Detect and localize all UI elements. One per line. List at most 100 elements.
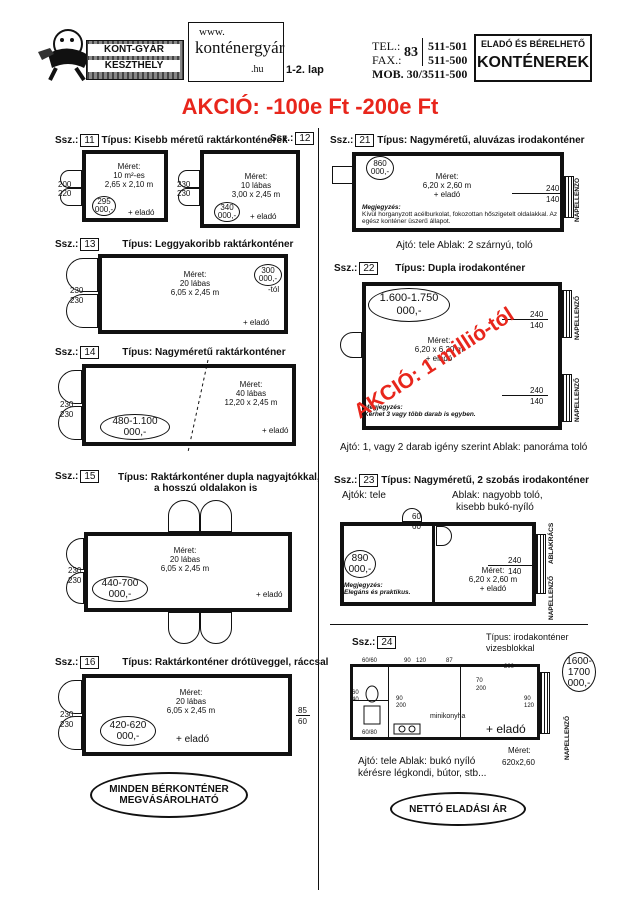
dim-label: 230 [70, 296, 84, 305]
ssz-label: Ssz.: [334, 475, 358, 486]
dim-label: 60 [412, 522, 421, 531]
dim-label: 90 [524, 696, 531, 702]
size-label: Méret: [481, 566, 505, 575]
price-suffix: 000,- [108, 589, 132, 600]
item-number: 16 [80, 656, 100, 669]
item-type: Típus: Raktárkonténer dupla nagyajtókkal… [118, 472, 320, 483]
website-prefix: www. [199, 26, 225, 38]
price-value: 1600- [566, 655, 592, 667]
dim-label: 220 [58, 189, 72, 198]
dim-label: 230 [60, 720, 74, 729]
dim-label: 60 [298, 717, 307, 726]
dim-label: 120 [524, 703, 535, 709]
size-value: 6,20 x 2,60 m [468, 575, 518, 584]
kitchen-label: minikonyha [430, 713, 466, 720]
item-12-header: Ssz.:12 [270, 132, 315, 145]
website-box: www. konténergyár .hu [188, 22, 284, 82]
price-suffix: 000,- [348, 564, 372, 575]
area-code: 83 [404, 45, 418, 60]
price-value: 295 [97, 197, 111, 206]
size-label: Méret: [508, 746, 531, 755]
fax-label: FAX.: [372, 53, 402, 67]
price-value: 480-1.100 [112, 416, 158, 427]
dim-label: 200 [476, 686, 487, 692]
ssz-label: Ssz.: [352, 637, 376, 648]
size-block: Méret: 20 lábas 6,05 x 2,45 m [150, 546, 220, 573]
size-label: Méret: [179, 688, 203, 697]
ssz-label: Ssz.: [55, 239, 79, 250]
door [58, 716, 82, 750]
dim-label: 140 [546, 195, 560, 204]
price-suffix: 000,- [567, 677, 591, 689]
item-type: vizesblokkal [486, 643, 535, 653]
ssz-label: Ssz.: [334, 263, 358, 274]
room-divider [388, 664, 389, 740]
dim-label: 230 [60, 400, 74, 409]
window-line [512, 193, 560, 194]
door [200, 612, 232, 644]
door [66, 258, 98, 292]
size-label: Méret: [244, 172, 268, 181]
price-suffix: 000,- [116, 731, 140, 742]
item-type: Típus: Dupla irodakonténer [395, 263, 526, 274]
dim-label: 85 [298, 706, 307, 715]
dim-label: 240 [530, 310, 544, 319]
dim-label: 200 [504, 664, 515, 670]
item-number: 14 [80, 346, 100, 359]
note-block: Megjegyzés: Kérhet 3 vagy több darab is … [364, 404, 524, 418]
door [58, 406, 82, 440]
window-bars-label: ABLAKRÁCS [548, 522, 555, 564]
window-grill [562, 290, 572, 338]
awning-label: NAPELLENZŐ [574, 377, 581, 422]
price-suffix: 000,- [370, 167, 390, 176]
phone-divider [422, 38, 423, 66]
size-value: 6,05 x 2,45 m [160, 564, 210, 573]
note-label: Megjegyzés: [364, 404, 403, 411]
dim-label: 240 [546, 184, 560, 193]
ssz-label: Ssz.: [270, 133, 294, 144]
window-line [488, 565, 532, 566]
item-12-plan [200, 150, 300, 228]
window-grill [540, 672, 550, 734]
note-block: Megjegyzés: Kívül horganyzott acélburkol… [362, 204, 562, 225]
room-divider [460, 664, 461, 740]
page-label: 1-2. lap [286, 64, 324, 76]
ssz-label: Ssz.: [55, 135, 79, 146]
price-suffix: 000,- [94, 205, 114, 214]
item-16-header: Ssz.:16 Típus: Raktárkonténer drótüvegge… [55, 656, 328, 669]
rental-purchase-badge: MINDEN BÉRKONTÉNER MEGVÁSÁROLHATÓ [90, 772, 248, 818]
for-sale-label: + eladó [262, 426, 289, 435]
for-sale-label: + eladó [425, 354, 453, 363]
for-sale-label: + eladó [256, 590, 283, 599]
ssz-label: Ssz.: [55, 347, 79, 358]
dim-label: 90 [404, 658, 411, 664]
website-name: konténergyár [195, 38, 285, 57]
size-value: 3,00 x 2,45 m [231, 190, 281, 199]
window-grill [564, 176, 574, 218]
doors-windows-text: Ajtó: tele Ablak: bukó nyíló [358, 756, 476, 767]
size-block: Méret: 6,20 x 2,60 m + eladó [458, 566, 528, 593]
item-24-header: Ssz.:24 [352, 636, 397, 649]
windows-text: kisebb bukó-nyíló [456, 502, 534, 513]
item-type: Típus: Kisebb méretű raktárkonténerek [101, 135, 288, 146]
size-block: Méret: 20 lábas 6,05 x 2,45 m [160, 270, 230, 297]
dim-label: 70 [476, 678, 483, 684]
size-value: 20 lábas [175, 697, 207, 706]
for-sale-label: + eladó [250, 212, 277, 221]
doors-windows-text: Ajtó: tele Ablak: 2 szárnyú, toló [396, 240, 533, 251]
net-price-badge: NETTÓ ELADÁSI ÁR [390, 792, 526, 826]
window-grill [536, 534, 546, 594]
door [168, 500, 200, 532]
dim-label: 230 [177, 189, 191, 198]
price-value: 1.600-1.750 [379, 292, 439, 304]
dim-label: 60/60 [362, 658, 378, 664]
badge-line: MEGVÁSÁROLHATÓ [119, 795, 219, 806]
item-type: a hosszú oldalakon is [154, 483, 258, 494]
door [60, 188, 82, 206]
awning-label: NAPELLENZŐ [574, 177, 581, 222]
size-value: 2,65 x 2,10 m [104, 180, 154, 189]
